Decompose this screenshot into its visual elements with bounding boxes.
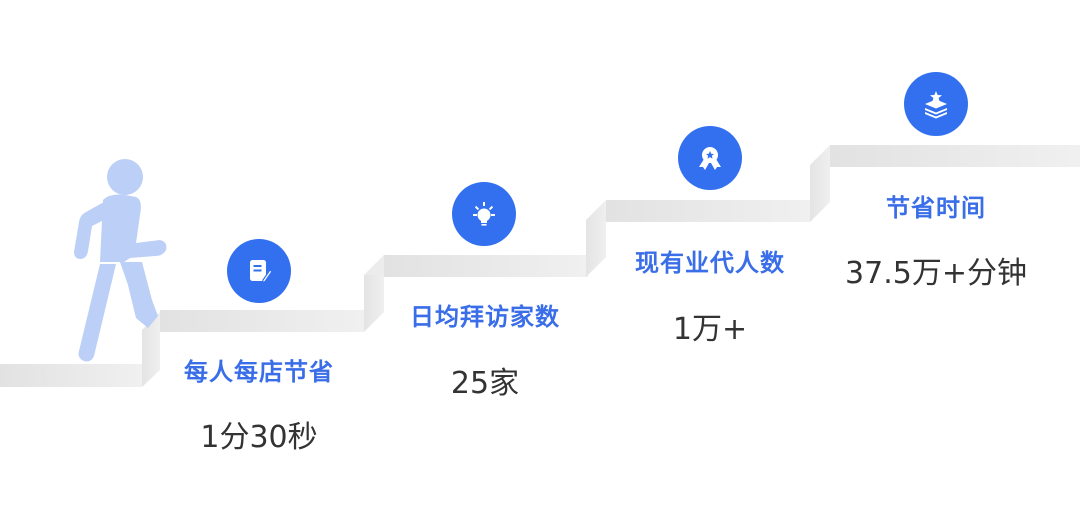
step-3-icon-badge — [678, 126, 742, 190]
stair-step-3 — [606, 200, 810, 222]
step-1-value: 1分30秒 — [200, 420, 318, 455]
step-4-icon-badge — [904, 72, 968, 136]
lightbulb-icon — [473, 202, 495, 226]
step-1-label: 每人每店节省 — [184, 358, 334, 386]
stair-step-0 — [0, 364, 142, 387]
document-edit-icon — [250, 260, 273, 284]
layers-star-icon — [925, 91, 947, 119]
stair-step-4 — [830, 145, 1080, 167]
stair-riser-3 — [586, 200, 606, 277]
award-medal-icon — [699, 147, 721, 170]
step-3-value: 1万+ — [672, 312, 748, 347]
step-1-icon-badge — [227, 239, 291, 303]
step-2-value: 25家 — [450, 366, 520, 401]
step-4-label: 节省时间 — [886, 194, 986, 222]
stair-step-1 — [160, 310, 364, 332]
stair-riser-4 — [810, 145, 830, 222]
step-2-label: 日均拜访家数 — [410, 303, 560, 331]
step-3-label: 现有业代人数 — [635, 249, 785, 277]
stair-riser-1 — [142, 312, 160, 387]
person-climbing-stairs-icon — [74, 159, 167, 362]
stair-step-2 — [384, 255, 588, 277]
step-2-icon-badge — [452, 182, 516, 246]
step-4-value: 37.5万+分钟 — [845, 256, 1027, 291]
